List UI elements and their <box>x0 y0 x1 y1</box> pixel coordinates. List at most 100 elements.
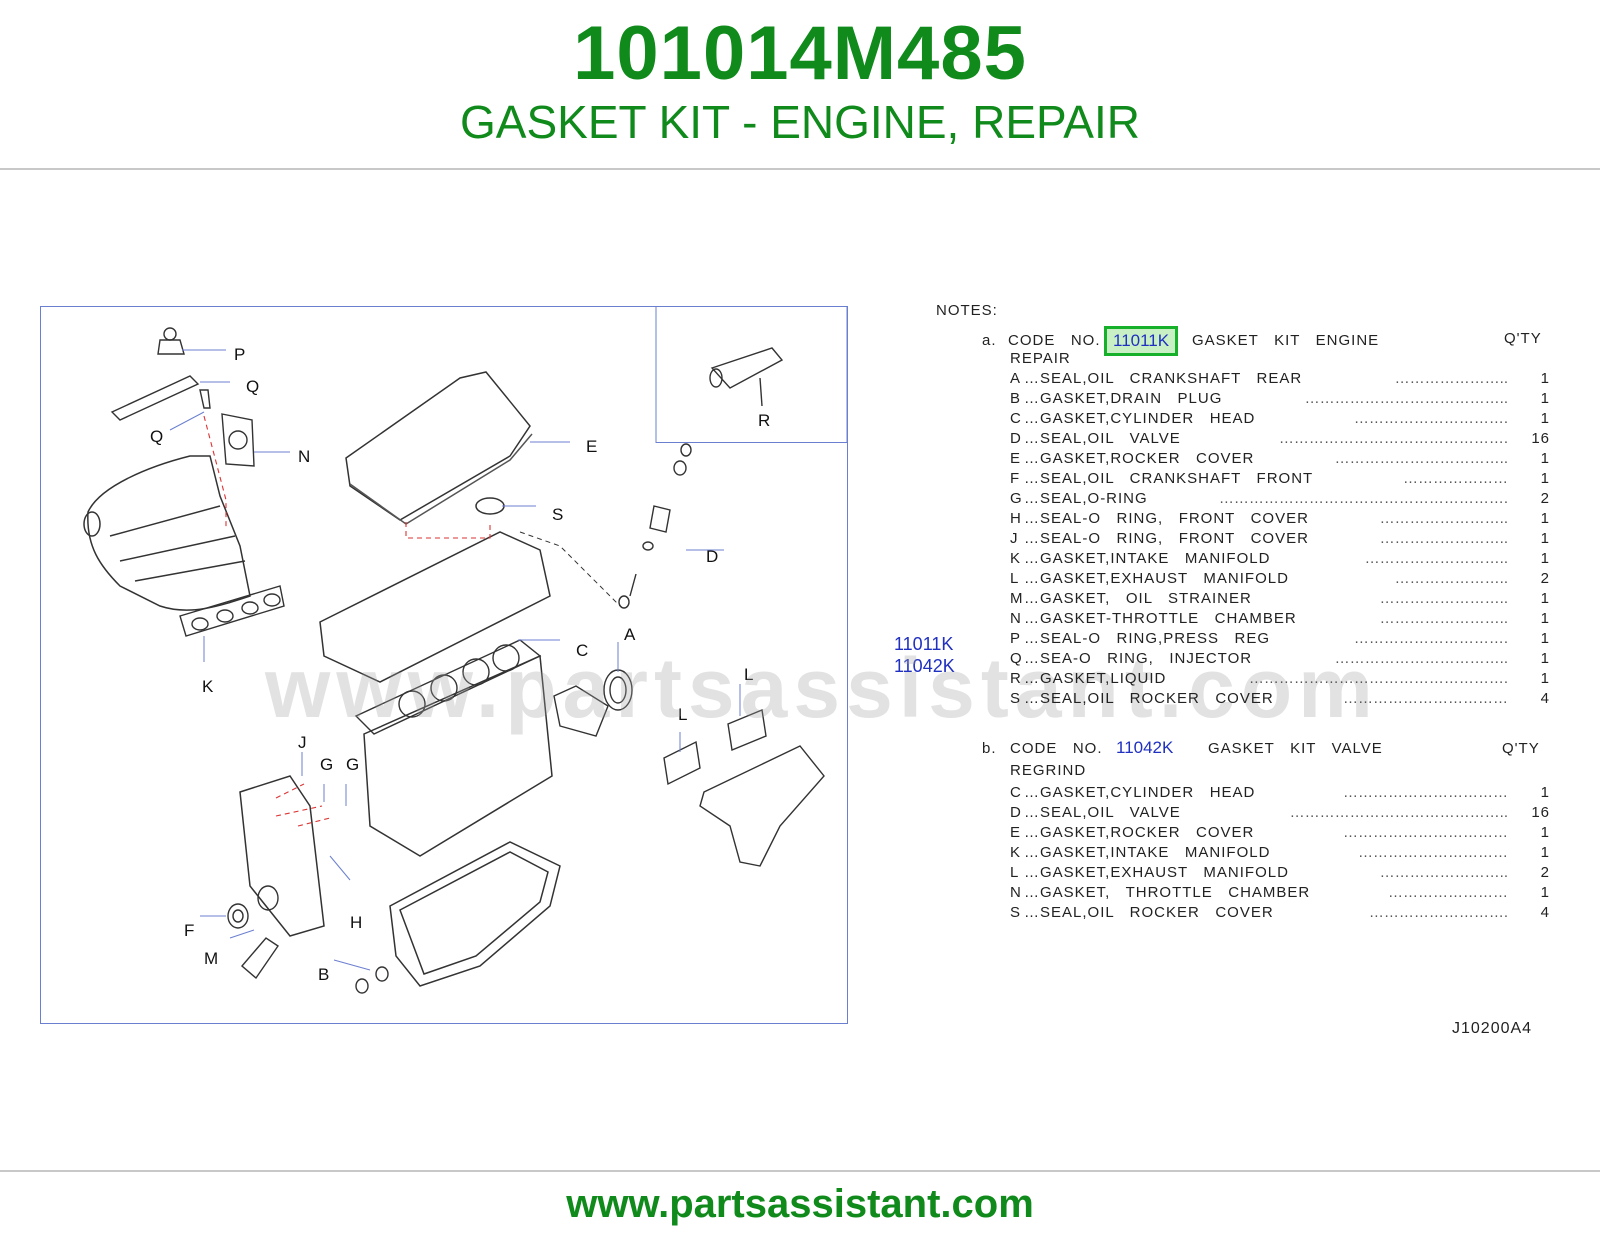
item-letter: D <box>1010 804 1022 821</box>
valve-seal-drawing <box>618 443 692 609</box>
item-quantity: 2 <box>1540 490 1550 507</box>
parts-list-row: E…GASKET,ROCKER COVER……………………………1 <box>1010 824 1550 843</box>
item-description: …GASKET, THROTTLE CHAMBER <box>1024 884 1311 901</box>
item-letter: G <box>1010 490 1023 507</box>
part-number-title: 101014M485 <box>573 11 1027 96</box>
valve-guide-line <box>519 531 621 607</box>
engine-block-drawing <box>363 654 553 857</box>
item-letter: S <box>1010 690 1022 707</box>
header-divider <box>0 168 1600 170</box>
kit-code-link-11042k[interactable]: 11042K <box>894 656 955 676</box>
parts-list-row: K…GASKET,INTAKE MANIFOLD…………………………1 <box>1010 844 1550 863</box>
callout-q: Q <box>246 377 260 396</box>
parts-list-row: L…GASKET,EXHAUST MANIFOLD…………………..2 <box>1010 570 1550 589</box>
item-description: …GASKET,CYLINDER HEAD <box>1024 784 1256 801</box>
diagram-reference-code: J10200A4 <box>1452 1020 1533 1037</box>
item-letter: E <box>1010 824 1022 841</box>
item-description: …GASKET,INTAKE MANIFOLD <box>1024 550 1271 567</box>
item-leader-dots: …………………………….. <box>1334 650 1508 667</box>
item-description: …SEAL-O RING,PRESS REG <box>1024 630 1271 647</box>
callout-g: G <box>346 755 360 774</box>
section-a-marker: a. <box>982 332 997 349</box>
callout-b: B <box>318 965 330 984</box>
liquid-gasket-tube <box>709 347 784 407</box>
exhaust-manifold-drawing <box>663 709 825 867</box>
item-leader-dots: ………………………………………. <box>1278 430 1508 447</box>
item-description: …GASKET,CYLINDER HEAD <box>1024 410 1256 427</box>
parts-list-row: R…GASKET,LIQUID…………………………………………….1 <box>1010 670 1550 689</box>
front-seals-drawing <box>227 885 389 994</box>
parts-list-row: C…GASKET,CYLINDER HEAD………………………….1 <box>1010 410 1550 429</box>
item-leader-dots: …………………….. <box>1379 610 1508 627</box>
watermark: www.partsassistant.com <box>265 641 1379 735</box>
item-letter: J <box>1010 530 1019 547</box>
parts-list-row: D…SEAL,OIL VALVE……………………………………….16 <box>1010 430 1550 449</box>
item-description: …GASKET, OIL STRAINER <box>1024 590 1252 607</box>
item-description: …GASKET,EXHAUST MANIFOLD <box>1024 570 1289 587</box>
item-quantity: 1 <box>1540 824 1550 841</box>
callout-g: G <box>320 755 334 774</box>
item-quantity: 16 <box>1531 804 1550 821</box>
item-leader-dots: …………………………………….. <box>1289 804 1508 821</box>
item-description: …GASKET-THROTTLE CHAMBER <box>1024 610 1297 627</box>
parts-list-row: S…SEAL,OIL ROCKER COVER……………………….4 <box>1010 904 1550 923</box>
item-quantity: 1 <box>1540 630 1550 647</box>
item-letter: N <box>1010 610 1022 627</box>
item-quantity: 1 <box>1540 510 1550 527</box>
item-leader-dots: …………………………………………………. <box>1218 490 1508 507</box>
parts-list-row: A…SEAL,OIL CRANKSHAFT REAR…………………..1 <box>1010 370 1550 389</box>
parts-list-row: S…SEAL,OIL ROCKER COVER……………………………4 <box>1010 690 1550 709</box>
item-quantity: 1 <box>1540 390 1550 407</box>
section-a-title-cont: REPAIR <box>1010 350 1071 367</box>
item-leader-dots: …………………….. <box>1379 590 1508 607</box>
item-letter: P <box>1010 630 1022 647</box>
item-quantity: 1 <box>1540 410 1550 427</box>
item-leader-dots: …………………………. <box>1353 630 1508 647</box>
item-description: …GASKET,LIQUID <box>1024 670 1167 687</box>
item-leader-dots: …………………….. <box>1379 864 1508 881</box>
fuel-rail-drawing <box>110 327 211 421</box>
item-quantity: 1 <box>1540 470 1550 487</box>
section-a-code-highlight[interactable]: 11011K <box>1104 326 1179 356</box>
item-letter: L <box>1010 570 1020 587</box>
parts-list-row: B…GASKET,DRAIN PLUG…………………………………..1 <box>1010 390 1550 409</box>
parts-list-row: N…GASKET-THROTTLE CHAMBER……………………..1 <box>1010 610 1550 629</box>
item-letter: Q <box>1010 650 1023 667</box>
item-description: …SEAL,OIL ROCKER COVER <box>1024 690 1274 707</box>
leader-lines <box>169 349 741 971</box>
section-a-title: GASKET KIT ENGINE <box>1192 332 1380 349</box>
section-b-title: GASKET KIT VALVE <box>1208 740 1383 757</box>
throttle-gasket-drawing <box>221 413 255 467</box>
item-quantity: 1 <box>1540 450 1550 467</box>
exploded-parts-diagram <box>40 306 848 1024</box>
cylinder-head-drawing <box>319 531 551 683</box>
parts-list-row: H…SEAL-O RING, FRONT COVER……………………..1 <box>1010 510 1550 529</box>
intake-manifold-drawing <box>83 455 251 611</box>
item-letter: R <box>1010 670 1022 687</box>
callout-a: A <box>624 625 636 644</box>
rocker-cover-drawing <box>345 371 533 525</box>
callout-c: C <box>576 641 589 660</box>
item-leader-dots: ………………………………….. <box>1304 390 1508 407</box>
item-quantity: 1 <box>1540 784 1550 801</box>
section-b-code-link[interactable]: 11042K <box>1116 738 1174 757</box>
item-description: …SEAL-O RING, FRONT COVER <box>1024 510 1309 527</box>
parts-list-row: K…GASKET,INTAKE MANIFOLD………………………..1 <box>1010 550 1550 569</box>
item-description: …GASKET,ROCKER COVER <box>1024 824 1255 841</box>
footer-website-link[interactable]: www.partsassistant.com <box>566 1182 1034 1226</box>
item-letter: E <box>1010 450 1022 467</box>
item-quantity: 1 <box>1540 590 1550 607</box>
item-description: …SEAL,OIL CRANKSHAFT FRONT <box>1024 470 1314 487</box>
callout-p: P <box>234 345 246 364</box>
item-quantity: 1 <box>1540 650 1550 667</box>
parts-list-row: C…GASKET,CYLINDER HEAD……………………………1 <box>1010 784 1550 803</box>
item-leader-dots: …………………………… <box>1343 784 1508 801</box>
parts-list-row: D…SEAL,OIL VALVE……………………………………..16 <box>1010 804 1550 823</box>
item-leader-dots: …………………… <box>1388 884 1508 901</box>
item-letter: M <box>1010 590 1024 607</box>
section-a-prefix: CODE NO. <box>1008 332 1101 349</box>
item-quantity: 1 <box>1540 370 1550 387</box>
item-leader-dots: …………………….. <box>1379 510 1508 527</box>
item-description: …GASKET,ROCKER COVER <box>1024 450 1255 467</box>
kit-code-link-11011k[interactable]: 11011K <box>894 634 954 654</box>
